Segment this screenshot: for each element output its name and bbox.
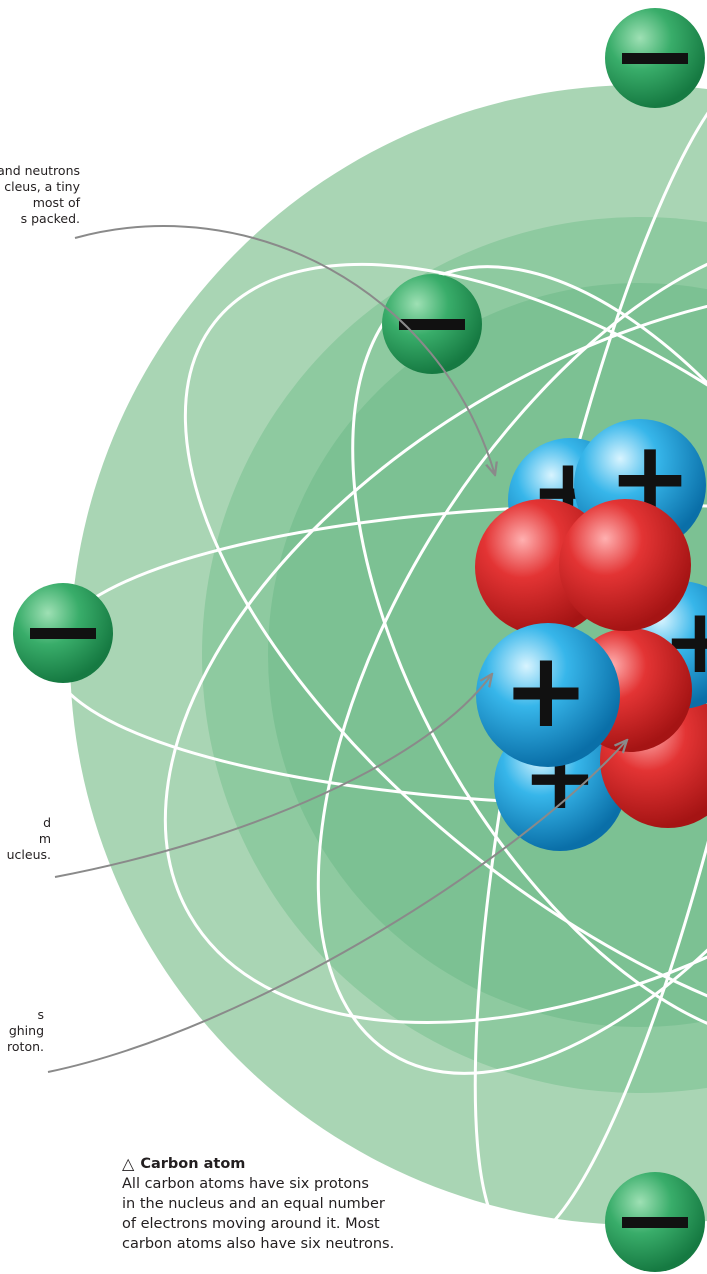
callout-line: ucleus. xyxy=(7,847,51,863)
callout-line: cleus, a tiny xyxy=(0,179,80,195)
caption-line: All carbon atoms have six protons xyxy=(122,1174,407,1194)
proton-symbol: + xyxy=(502,629,589,751)
electron xyxy=(605,1172,705,1272)
caption-line: carbon atoms also have six neutrons. xyxy=(122,1234,407,1254)
callout-line: and neutrons xyxy=(0,163,80,179)
electron xyxy=(382,274,482,374)
callout-line: s packed. xyxy=(0,211,80,227)
callout-line: m xyxy=(7,831,51,847)
caption-line: of electrons moving around it. Most xyxy=(122,1214,407,1234)
callout-line: s xyxy=(7,1007,44,1023)
callout-line: roton. xyxy=(7,1039,44,1055)
caption-body: All carbon atoms have six protons in the… xyxy=(122,1174,407,1254)
electron xyxy=(13,583,113,683)
neutron xyxy=(559,499,691,631)
electron xyxy=(605,8,705,108)
caption-title: Carbon atom xyxy=(140,1154,245,1174)
caption-line: in the nucleus and an equal number xyxy=(122,1194,407,1214)
triangle-up-icon: △ xyxy=(122,1154,134,1174)
callout-line: d xyxy=(7,815,51,831)
caption-title-row: △ Carbon atom xyxy=(122,1154,407,1174)
figure-caption: △ Carbon atom All carbon atoms have six … xyxy=(122,1154,407,1254)
callout-line: ghing xyxy=(7,1023,44,1039)
callout-line: most of xyxy=(0,195,80,211)
